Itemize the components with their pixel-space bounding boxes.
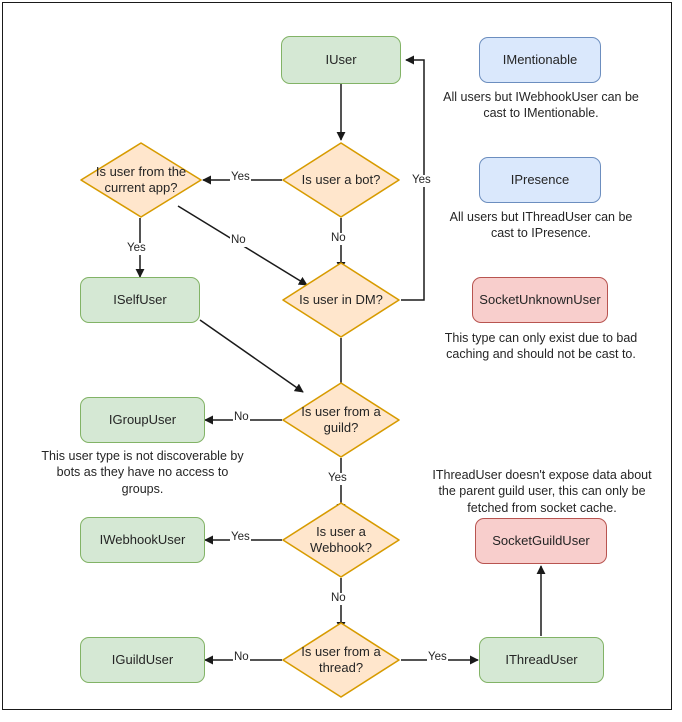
edge-label-dm-yes: Yes [411, 174, 432, 187]
edge-label-webhook-no: No [330, 592, 347, 605]
node-is-bot-label: Is user a bot? [301, 171, 381, 187]
node-iselfuser[interactable]: ISelfUser [80, 277, 200, 323]
node-socketguilduser[interactable]: SocketGuildUser [475, 518, 607, 564]
node-is-webhook-label: Is user a Webhook? [310, 523, 372, 555]
is-bot-diamond-shape [282, 142, 400, 218]
note-igroupuser: This user type is not discoverable by bo… [41, 449, 244, 496]
is-dm-diamond-shape [282, 262, 400, 338]
node-iuser-label: IUser [325, 51, 357, 67]
edge-label-currentapp-yes: Yes [126, 242, 147, 255]
note-socketguilduser: IThreadUser doesn't expose data about th… [432, 468, 652, 515]
node-socketunknownuser[interactable]: SocketUnknownUser [472, 277, 608, 323]
is-current-app-diamond-shape [80, 142, 202, 218]
node-imentionable[interactable]: IMentionable [479, 37, 601, 83]
node-iuser[interactable]: IUser [281, 36, 401, 84]
node-igroupuser[interactable]: IGroupUser [80, 397, 205, 443]
node-ipresence[interactable]: IPresence [479, 157, 601, 203]
edge-label-webhook-yes: Yes [230, 531, 251, 544]
edge-label-guild-yes: Yes [327, 472, 348, 485]
edge-label-thread-no: No [233, 651, 250, 664]
node-is-thread-label: Is user from a thread? [301, 643, 381, 675]
node-iguilduser-label: IGuildUser [111, 651, 174, 667]
node-is-current-app[interactable]: Is user from the current app? [79, 141, 203, 219]
is-webhook-diamond-shape [282, 502, 400, 578]
node-is-guild[interactable]: Is user from a guild? [281, 381, 401, 459]
node-iwebhookuser[interactable]: IWebhookUser [80, 517, 205, 563]
node-iwebhookuser-label: IWebhookUser [99, 531, 186, 547]
node-iguilduser[interactable]: IGuildUser [80, 637, 205, 683]
node-is-guild-label: Is user from a guild? [301, 403, 381, 435]
node-ithreaduser[interactable]: IThreadUser [479, 637, 604, 683]
edge-label-currentapp-no: No [230, 234, 247, 247]
node-imentionable-label: IMentionable [502, 51, 578, 67]
node-is-dm-label: Is user in DM? [299, 291, 383, 307]
edge-iselfuser-to-isguild [199, 319, 304, 393]
note-imentionable: All users but IWebhookUser can be cast t… [443, 90, 639, 121]
edge-label-thread-yes: Yes [427, 651, 448, 664]
node-iselfuser-label: ISelfUser [113, 291, 167, 307]
node-ipresence-label: IPresence [510, 171, 570, 187]
node-is-webhook[interactable]: Is user a Webhook? [281, 501, 401, 579]
edge-label-bot-yes: Yes [230, 171, 251, 184]
is-guild-diamond-shape [282, 382, 400, 458]
edge-label-guild-no: No [233, 411, 250, 424]
node-ithreaduser-label: IThreadUser [505, 651, 578, 667]
node-is-current-app-label: Is user from the current app? [95, 163, 187, 195]
node-socketguilduser-label: SocketGuildUser [492, 532, 590, 548]
node-is-dm[interactable]: Is user in DM? [281, 261, 401, 339]
node-is-thread[interactable]: Is user from a thread? [281, 621, 401, 699]
note-socketunknownuser: This type can only exist due to bad cach… [444, 331, 638, 362]
edge-label-bot-no: No [330, 232, 347, 245]
node-igroupuser-label: IGroupUser [108, 411, 177, 427]
note-ipresence: All users but IThreadUser can be cast to… [449, 210, 633, 241]
node-socketunknownuser-label: SocketUnknownUser [479, 291, 601, 307]
is-thread-diamond-shape [282, 622, 400, 698]
node-is-bot[interactable]: Is user a bot? [281, 141, 401, 219]
